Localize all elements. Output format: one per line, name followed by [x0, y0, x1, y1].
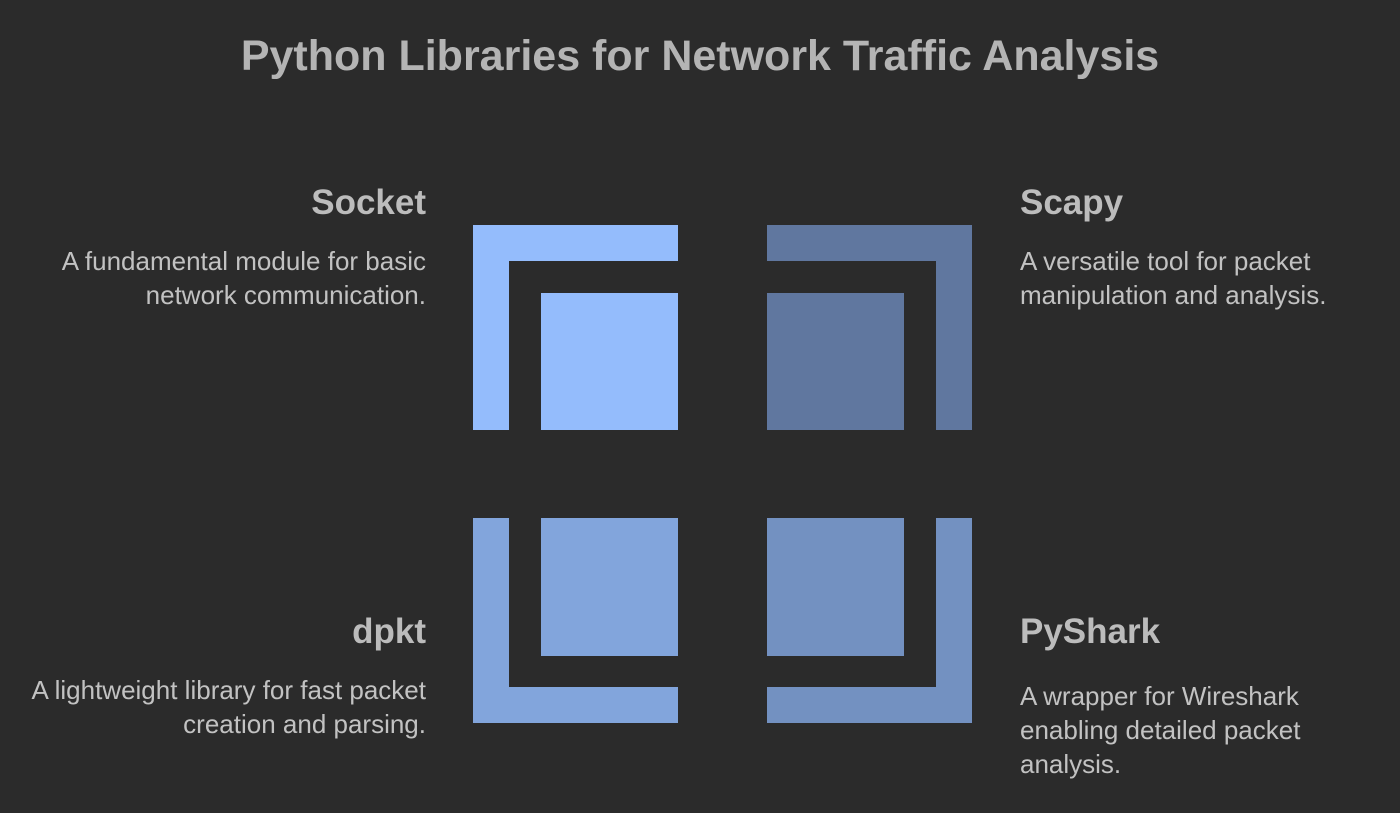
dpkt-description: A lightweight library for fast packet cr… [31, 675, 426, 739]
dpkt-quadrant [473, 518, 678, 723]
dpkt-label: dpkt A lightweight library for fast pack… [6, 611, 426, 741]
socket-description: A fundamental module for basic network c… [61, 246, 426, 310]
socket-quadrant [473, 225, 678, 430]
pyshark-description: A wrapper for Wireshark enabling detaile… [1020, 681, 1301, 779]
scapy-description: A versatile tool for packet manipulation… [1020, 246, 1327, 310]
scapy-label: Scapy A versatile tool for packet manipu… [1020, 182, 1380, 312]
dpkt-corner-bracket [473, 518, 678, 723]
pyshark-label: PyShark A wrapper for Wireshark enabling… [1020, 611, 1380, 781]
dpkt-square [541, 518, 678, 656]
pyshark-corner-bracket [767, 518, 972, 723]
pyshark-square [767, 518, 904, 656]
scapy-corner-bracket [767, 225, 972, 430]
socket-name: Socket [311, 183, 426, 222]
pyshark-name: PyShark [1020, 612, 1161, 651]
scapy-name: Scapy [1020, 183, 1124, 222]
socket-square [541, 293, 678, 430]
page-title: Python Libraries for Network Traffic Ana… [240, 32, 1160, 80]
socket-label: Socket A fundamental module for basic ne… [6, 182, 426, 312]
dpkt-name: dpkt [352, 612, 426, 651]
pyshark-quadrant [767, 518, 972, 723]
scapy-quadrant [767, 225, 972, 430]
scapy-square [767, 293, 904, 430]
socket-corner-bracket [473, 225, 678, 430]
